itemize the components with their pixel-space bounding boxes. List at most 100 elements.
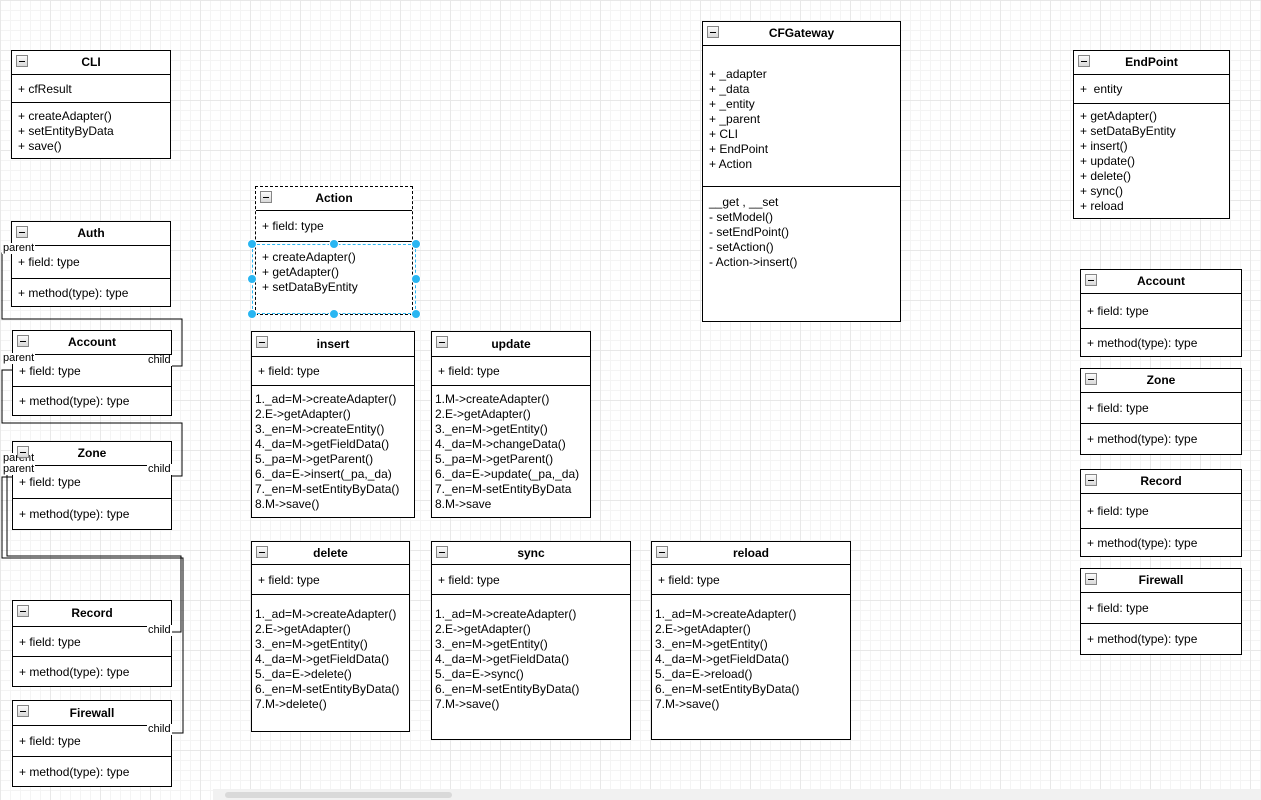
- class-record-left[interactable]: Record+ field: type+ method(type): type: [12, 600, 172, 687]
- sync-method-section[interactable]: 1._ad=M->createAdapter()2.E->getAdapter(…: [432, 594, 630, 739]
- collapse-icon[interactable]: [256, 336, 268, 348]
- selection-handle-nw[interactable]: [247, 239, 257, 249]
- auth-method-section[interactable]: + method(type): type: [12, 278, 170, 306]
- zone-right-method-section[interactable]: + method(type): type: [1081, 423, 1241, 454]
- collapse-icon[interactable]: [436, 546, 448, 558]
- selection-handle-se[interactable]: [411, 309, 421, 319]
- record-right-method-section[interactable]: + method(type): type: [1081, 528, 1241, 556]
- auth-field-section[interactable]: + field: type: [12, 245, 170, 278]
- firewall-right-field-section[interactable]: + field: type: [1081, 592, 1241, 623]
- selection-handle-e[interactable]: [411, 274, 421, 284]
- record-right-field-section[interactable]: + field: type: [1081, 493, 1241, 528]
- collapse-icon[interactable]: [17, 335, 29, 347]
- collapse-icon[interactable]: [260, 191, 272, 203]
- collapse-icon[interactable]: [1078, 55, 1090, 67]
- delete-method-section[interactable]: 1._ad=M->createAdapter()2.E->getAdapter(…: [252, 594, 409, 731]
- collapse-icon[interactable]: [256, 546, 268, 558]
- collapse-icon[interactable]: [1085, 274, 1097, 286]
- selection-handle-w[interactable]: [247, 274, 257, 284]
- update-field-section[interactable]: + field: type: [432, 356, 590, 385]
- method-row: + update(): [1080, 154, 1136, 168]
- method-row: 3._en=M->getEntity(): [255, 637, 368, 651]
- collapse-icon[interactable]: [16, 55, 28, 67]
- class-cli[interactable]: CLI+ cfResult+ createAdapter()+ setEntit…: [11, 50, 171, 159]
- delete-field-section[interactable]: + field: type: [252, 564, 409, 594]
- zone-left-method-section[interactable]: + method(type): type: [13, 498, 171, 529]
- account-right-field-section[interactable]: + field: type: [1081, 293, 1241, 328]
- horizontal-scrollbar-thumb[interactable]: [225, 792, 452, 798]
- reload-method-section[interactable]: 1._ad=M->createAdapter()2.E->getAdapter(…: [652, 594, 850, 739]
- insert-method-section[interactable]: 1._ad=M->createAdapter()2.E->getAdapter(…: [252, 385, 414, 517]
- collapse-icon[interactable]: [17, 705, 29, 717]
- class-action[interactable]: Action+ field: type+ createAdapter()+ ge…: [255, 186, 413, 315]
- account-left-method-section[interactable]: + method(type): type: [13, 386, 171, 415]
- firewall-left-method-section[interactable]: + method(type): type: [13, 756, 171, 786]
- selection-handle-ne[interactable]: [411, 239, 421, 249]
- account-left-field-section[interactable]: + field: type: [13, 354, 171, 386]
- collapse-icon[interactable]: [1085, 573, 1097, 585]
- firewall-left-field-section[interactable]: + field: type: [13, 725, 171, 756]
- collapse-icon[interactable]: [707, 26, 719, 38]
- collapse-icon[interactable]: [17, 605, 29, 617]
- reload-field-section[interactable]: + field: type: [652, 564, 850, 594]
- class-cfgateway[interactable]: CFGateway+ _adapter+ _data+ _entity+ _pa…: [702, 21, 901, 322]
- selection-handle-sw[interactable]: [247, 309, 257, 319]
- collapse-icon[interactable]: [1085, 474, 1097, 486]
- class-auth[interactable]: Auth+ field: type+ method(type): type: [11, 221, 171, 307]
- selection-handle-n[interactable]: [329, 239, 339, 249]
- endpoint-field-section[interactable]: + entity: [1074, 74, 1229, 103]
- cli-method-section[interactable]: + createAdapter()+ setEntityByData+ save…: [12, 102, 170, 158]
- record-left-method-section[interactable]: + method(type): type: [13, 656, 171, 686]
- collapse-icon[interactable]: [436, 336, 448, 348]
- cfgateway-field-section[interactable]: + _adapter+ _data+ _entity+ _parent+ CLI…: [703, 45, 900, 186]
- class-record-right[interactable]: Record+ field: type+ method(type): type: [1080, 469, 1242, 557]
- class-firewall-right[interactable]: Firewall+ field: type+ method(type): typ…: [1080, 568, 1242, 655]
- field-row: + cfResult: [18, 82, 72, 96]
- edge-label-record-child[interactable]: child: [147, 624, 172, 636]
- collapse-icon[interactable]: [1085, 373, 1097, 385]
- action-field-section[interactable]: + field: type: [256, 210, 412, 241]
- endpoint-method-section[interactable]: + getAdapter()+ setDataByEntity+ insert(…: [1074, 103, 1229, 218]
- class-zone-left[interactable]: Zone+ field: type+ method(type): type: [12, 441, 172, 530]
- edge-label-zone-parent-1[interactable]: parent: [2, 452, 36, 464]
- account-right-method-section[interactable]: + method(type): type: [1081, 328, 1241, 356]
- update-method-section[interactable]: 1.M->createAdapter()2.E->getAdapter()3._…: [432, 385, 590, 517]
- class-account-left[interactable]: Account+ field: type+ method(type): type: [12, 330, 172, 416]
- class-account-right[interactable]: Account+ field: type+ method(type): type: [1080, 269, 1242, 357]
- cfgateway-method-section[interactable]: __get , __set- setModel()- setEndPoint()…: [703, 186, 900, 321]
- zone-left-field-section[interactable]: + field: type: [13, 465, 171, 498]
- edge-zone-to-firewall[interactable]: [1, 476, 184, 734]
- collapse-icon[interactable]: [16, 226, 28, 238]
- minus-glyph: [259, 342, 265, 343]
- method-row: + setEntityByData: [18, 124, 114, 138]
- firewall-right-method-section[interactable]: + method(type): type: [1081, 623, 1241, 654]
- edge-label-auth-parent[interactable]: parent: [2, 242, 36, 254]
- edge-label-firewall-child[interactable]: child: [147, 723, 172, 735]
- collapse-icon[interactable]: [656, 546, 668, 558]
- zone-right-field-section[interactable]: + field: type: [1081, 392, 1241, 423]
- class-firewall-left[interactable]: Firewall+ field: type+ method(type): typ…: [12, 700, 172, 787]
- method-row: + method(type): type: [19, 765, 130, 779]
- insert-field-section[interactable]: + field: type: [252, 356, 414, 385]
- edge-label-account-parent[interactable]: parent: [2, 352, 36, 364]
- class-zone-right[interactable]: Zone+ field: type+ method(type): type: [1080, 368, 1242, 455]
- horizontal-scrollbar-track[interactable]: [213, 789, 1261, 800]
- sync-field-section[interactable]: + field: type: [432, 564, 630, 594]
- record-left-field-section[interactable]: + field: type: [13, 626, 171, 656]
- edge-account-to-zone[interactable]: [1, 369, 183, 477]
- edge-label-zone-child[interactable]: child: [147, 463, 172, 475]
- class-endpoint[interactable]: EndPoint+ entity+ getAdapter()+ setDataB…: [1073, 50, 1230, 219]
- edge-label-zone-parent-2[interactable]: parent: [2, 463, 36, 475]
- edge-label-account-child[interactable]: child: [147, 354, 172, 366]
- selection-handle-s[interactable]: [329, 309, 339, 319]
- collapse-icon[interactable]: [17, 446, 29, 458]
- cli-field-section[interactable]: + cfResult: [12, 74, 170, 102]
- method-row: + method(type): type: [1087, 336, 1198, 350]
- method-row: - setAction(): [709, 240, 774, 254]
